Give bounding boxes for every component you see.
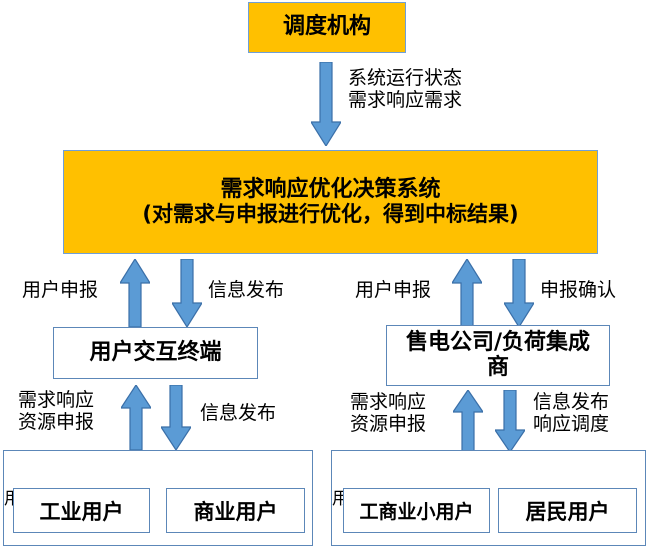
arrow-down-system-status xyxy=(311,62,341,146)
arrow-down-info-release-left-2 xyxy=(161,385,191,450)
node-industrial-users[interactable]: 工业用户 xyxy=(13,488,150,533)
edge-label-left-up-1: 用户申报 xyxy=(22,279,99,301)
edge-label-left-down-2: 信息发布 xyxy=(200,402,277,424)
node-residential-users-label: 居民用户 xyxy=(525,499,610,524)
edge-label-left-up-2: 需求响应 资源申报 xyxy=(18,389,95,433)
node-retailer-load-aggregator-label: 售电公司/负荷集成商 xyxy=(405,329,591,380)
arrow-down-info-release-left xyxy=(172,259,202,327)
node-commercial-users[interactable]: 商业用户 xyxy=(166,488,305,533)
node-user-interaction-terminal[interactable]: 用户交互终端 xyxy=(53,327,258,379)
node-user-interaction-terminal-label: 用户交互终端 xyxy=(89,339,222,365)
edge-label-right-up-2: 需求响应 资源申报 xyxy=(350,391,427,435)
edge-label-right-down-2: 信息发布 响应调度 xyxy=(533,391,610,435)
node-industrial-users-label: 工业用户 xyxy=(39,499,124,524)
arrow-up-dr-resource-declaration-left xyxy=(121,385,151,450)
arrow-down-info-release-dispatch-right xyxy=(495,390,525,452)
node-decision-system-line2: (对需求与申报进行优化，得到中标结果) xyxy=(142,201,519,226)
node-retailer-load-aggregator[interactable]: 售电公司/负荷集成商 xyxy=(386,325,610,386)
node-small-commercial-industrial-users[interactable]: 工商业小用户 xyxy=(343,488,490,533)
edge-label-right-down-1: 申报确认 xyxy=(540,279,617,301)
arrow-up-user-declaration-left xyxy=(120,259,150,327)
node-small-commercial-industrial-users-label: 工商业小用户 xyxy=(359,501,474,523)
arrow-up-dr-resource-declaration-right xyxy=(453,390,483,452)
node-decision-system-line1: 需求响应优化决策系统 xyxy=(220,176,441,202)
node-demand-response-decision-system[interactable]: 需求响应优化决策系统 (对需求与申报进行优化，得到中标结果) xyxy=(63,150,598,254)
node-dispatch-organization-label: 调度机构 xyxy=(282,14,371,40)
edge-label-right-up-1: 用户申报 xyxy=(355,279,432,301)
arrow-up-user-declaration-right xyxy=(452,259,482,327)
node-commercial-users-label: 商业用户 xyxy=(193,499,278,524)
node-residential-users[interactable]: 居民用户 xyxy=(498,488,637,533)
arrow-down-declaration-confirm-right xyxy=(504,259,534,327)
node-dispatch-organization[interactable]: 调度机构 xyxy=(248,2,406,53)
edge-label-top-down: 系统运行状态 需求响应需求 xyxy=(348,67,463,111)
edge-label-left-down-1: 信息发布 xyxy=(208,279,285,301)
